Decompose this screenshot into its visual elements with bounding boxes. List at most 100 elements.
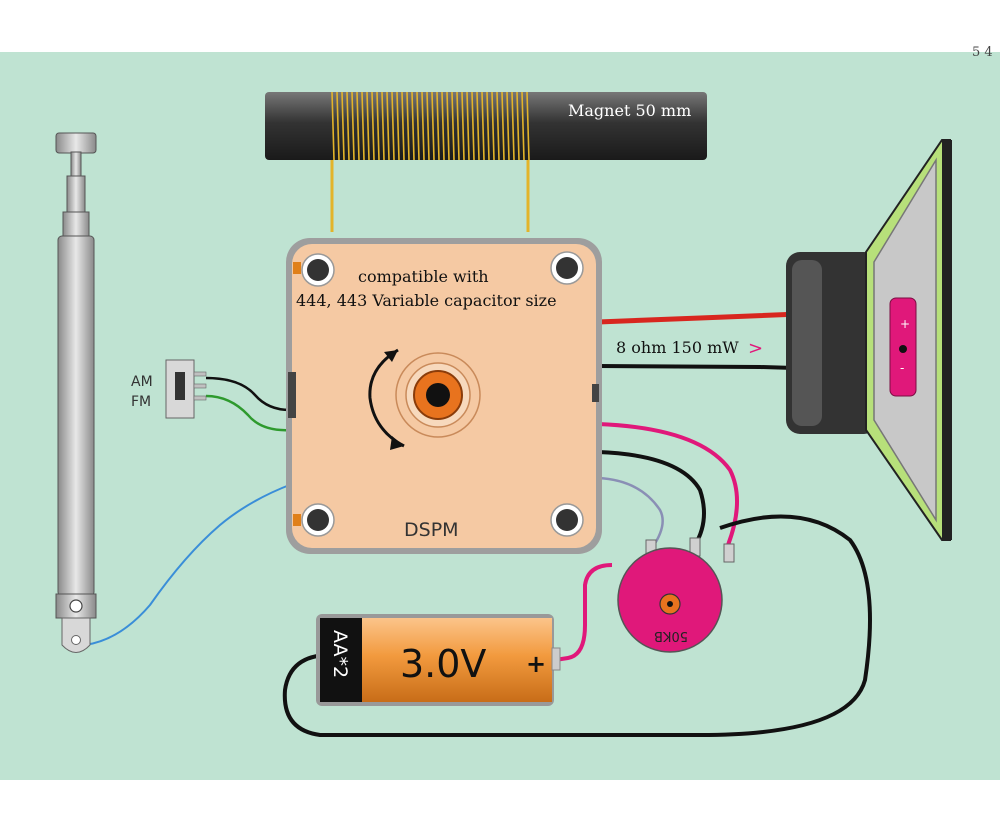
switch-body [165, 359, 195, 419]
module-tab-right [592, 384, 599, 402]
coil-turn [481, 91, 485, 161]
mounting-hole [550, 503, 584, 537]
speaker-arrow: > [748, 338, 763, 359]
corner-text: 5 4 [972, 45, 993, 60]
green-wire-switch [205, 394, 293, 432]
tuning-shaft [395, 352, 481, 438]
coil-turn [426, 91, 430, 161]
antenna-lug-hole [71, 635, 81, 645]
coil-turn [441, 91, 445, 161]
coil-turn [476, 91, 480, 161]
coil-turn [381, 91, 385, 161]
rotate-arrowhead-bottom [390, 436, 404, 450]
coil-turn [331, 91, 335, 161]
battery: AA*2 3.0V + [316, 614, 561, 706]
battery-terminal [551, 647, 561, 671]
coil-turn [376, 91, 380, 161]
rotate-arrow [368, 348, 405, 448]
antenna-section [62, 211, 90, 237]
speaker-minus: - [900, 361, 904, 375]
coil-turn [416, 91, 420, 161]
coil-winding [331, 91, 530, 161]
coil-turn [466, 91, 470, 161]
mounting-hole [550, 251, 584, 285]
coil-turn [336, 91, 340, 161]
coil-turn [491, 91, 495, 161]
coil-turn [511, 91, 515, 161]
magenta-wire-battery-pot [554, 563, 613, 662]
speaker-spec: 8 ohm 150 mW [616, 338, 739, 357]
coil-turn [396, 91, 400, 161]
ferrite-rod-body [265, 92, 707, 160]
coil-turn [486, 91, 490, 161]
grey-wire [597, 476, 664, 549]
coil-turn [401, 91, 405, 161]
coil-turn [471, 91, 475, 161]
battery-body [360, 618, 552, 702]
blue-wire-antenna [84, 483, 293, 646]
dspm-module: compatible with 444, 443 Variable capaci… [286, 238, 602, 554]
potentiometer: 50KB [617, 537, 735, 653]
switch-label-am: AM [131, 374, 153, 390]
switch-pin [193, 383, 207, 389]
coil-turn [506, 91, 510, 161]
coil-turn [421, 91, 425, 161]
coil-turn [341, 91, 345, 161]
coil-turn [356, 91, 360, 161]
module-note-line2: 444, 443 Variable capacitor size [296, 291, 557, 310]
coil-turn [346, 91, 350, 161]
speaker-terminal-hole [899, 345, 907, 353]
am-fm-switch: AM FM [131, 359, 207, 419]
coil-turn [361, 91, 365, 161]
antenna-tube [57, 235, 95, 597]
coil-turn [406, 91, 410, 161]
pot-label: 50KB [654, 628, 688, 643]
coil-turn [451, 91, 455, 161]
coil-turn [461, 91, 465, 161]
coil-turn [456, 91, 460, 161]
module-tab-left [288, 372, 296, 418]
battery-voltage: 3.0V [400, 642, 486, 686]
speaker-frame-edge [942, 140, 952, 540]
battery-label-band [320, 618, 362, 702]
switch-label-fm: FM [131, 394, 151, 410]
coil-turn [526, 91, 530, 161]
antenna-section [66, 175, 86, 213]
mounting-hole [301, 503, 335, 537]
coil-turn [446, 91, 450, 161]
antenna-screw-icon [69, 599, 83, 613]
solder-pad [293, 514, 301, 526]
black-wire-battery-loop [282, 514, 872, 737]
coil-turn [351, 91, 355, 161]
module-label: DSPM [404, 519, 459, 541]
black-wire-pot [597, 450, 706, 547]
rotate-arrowhead-top [384, 350, 398, 362]
antenna-cap [55, 132, 97, 154]
antenna-tip [70, 151, 82, 177]
rod-label: Magnet 50 mm [568, 101, 691, 120]
switch-slider [175, 372, 185, 400]
coil-turn [431, 91, 435, 161]
coil-turn [371, 91, 375, 161]
magenta-wire-module-pot [597, 422, 740, 546]
battery-count: AA*2 [329, 630, 351, 678]
telescopic-antenna [55, 132, 97, 653]
coil-turn [521, 91, 525, 161]
pot-shaft-center [667, 601, 673, 607]
black-wire-switch [205, 376, 291, 412]
speaker: + - 8 ohm 150 mW > [616, 139, 952, 541]
coil-turn [386, 91, 390, 161]
coil-turn [411, 91, 415, 161]
switch-pin [193, 371, 207, 377]
speaker-magnet-highlight [792, 260, 822, 426]
coil-turn [366, 91, 370, 161]
ferrite-rod: Magnet 50 mm [265, 91, 707, 161]
coil-turn [516, 91, 520, 161]
pot-pin [723, 543, 735, 563]
module-note-line1: compatible with [358, 267, 489, 286]
switch-pin [193, 395, 207, 401]
speaker-plus: + [900, 317, 910, 331]
mounting-hole [301, 253, 335, 287]
battery-plus: + [526, 650, 546, 678]
